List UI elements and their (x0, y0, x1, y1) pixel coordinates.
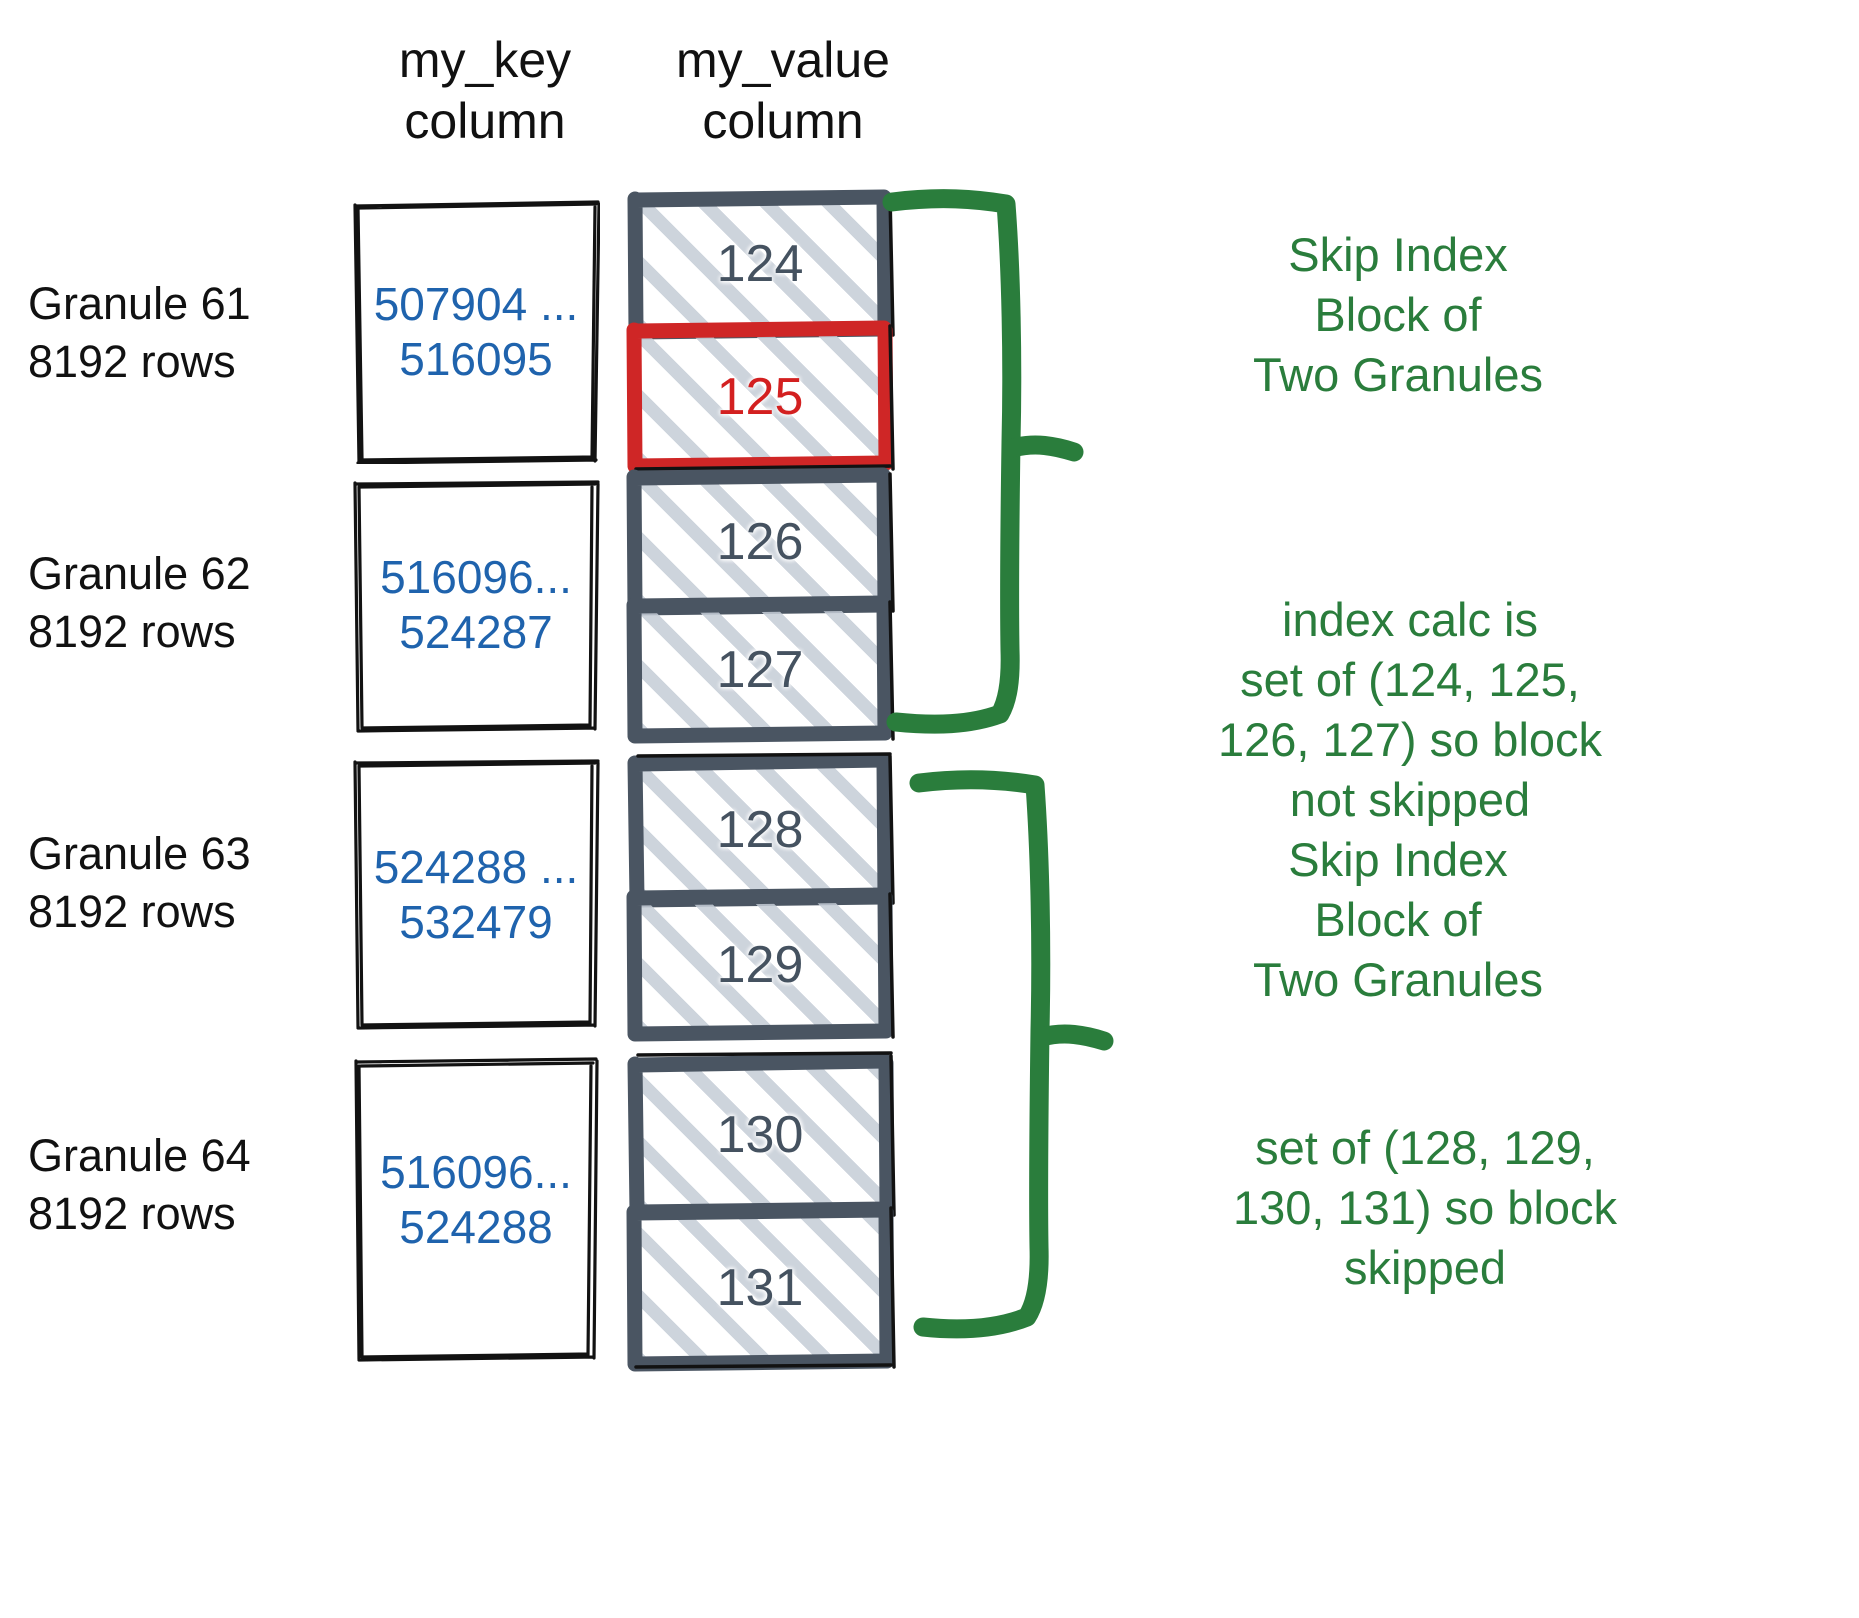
value-cell-129: 129 (626, 887, 895, 1042)
key-range-granule-64: 516096... 524288 (380, 1146, 572, 1254)
key-box-granule-63: 524288 ... 532479 (352, 758, 600, 1030)
value-number-130: 130 (716, 1106, 804, 1164)
key-range-granule-61: 507904 ... 516095 (373, 278, 579, 386)
granule-label-62: Granule 62 8192 rows (28, 548, 251, 657)
my-key-column-header: my_key column (398, 32, 572, 149)
value-number-126: 126 (716, 512, 804, 571)
value-number-124: 124 (716, 235, 804, 293)
value-number-125: 125 (716, 368, 804, 426)
value-cell-125: 125 (626, 320, 895, 474)
value-number-127: 127 (716, 641, 804, 699)
annotation-skip-index-block-bottom: Skip Index Block of Two Granules (1253, 833, 1543, 1007)
value-number-128: 128 (716, 800, 804, 859)
value-number-129: 129 (716, 936, 804, 994)
my-value-column-header: my_value column (676, 32, 890, 149)
annotation-set-skipped: set of (128, 129, 130, 131) so block ski… (1232, 1121, 1618, 1295)
key-range-granule-63: 524288 ... 532479 (373, 841, 579, 949)
value-cell-127: 127 (626, 595, 895, 744)
value-cell-124: 124 (627, 189, 895, 340)
skip-index-bracket-top (882, 189, 1084, 734)
annotation-skip-index-block-top: Skip Index Block of Two Granules (1253, 228, 1543, 402)
value-cell-126: 126 (626, 467, 895, 616)
key-box-granule-62: 516096... 524287 (352, 478, 600, 733)
key-box-granule-61: 507904 ... 516095 (352, 199, 600, 464)
value-cell-131: 131 (626, 1202, 896, 1372)
granule-label-64: Granule 64 8192 rows (28, 1130, 251, 1239)
granule-label-61: Granule 61 8192 rows (28, 278, 251, 387)
granule-label-63: Granule 63 8192 rows (28, 828, 251, 937)
key-range-granule-62: 516096... 524287 (380, 551, 572, 659)
value-cell-128: 128 (627, 752, 895, 908)
value-number-131: 131 (716, 1259, 804, 1317)
annotation-index-calc-not-skipped: index calc is set of (124, 125, 126, 127… (1217, 593, 1603, 827)
key-box-granule-64: 516096... 524288 (352, 1057, 600, 1362)
value-cell-130: 130 (627, 1051, 896, 1220)
